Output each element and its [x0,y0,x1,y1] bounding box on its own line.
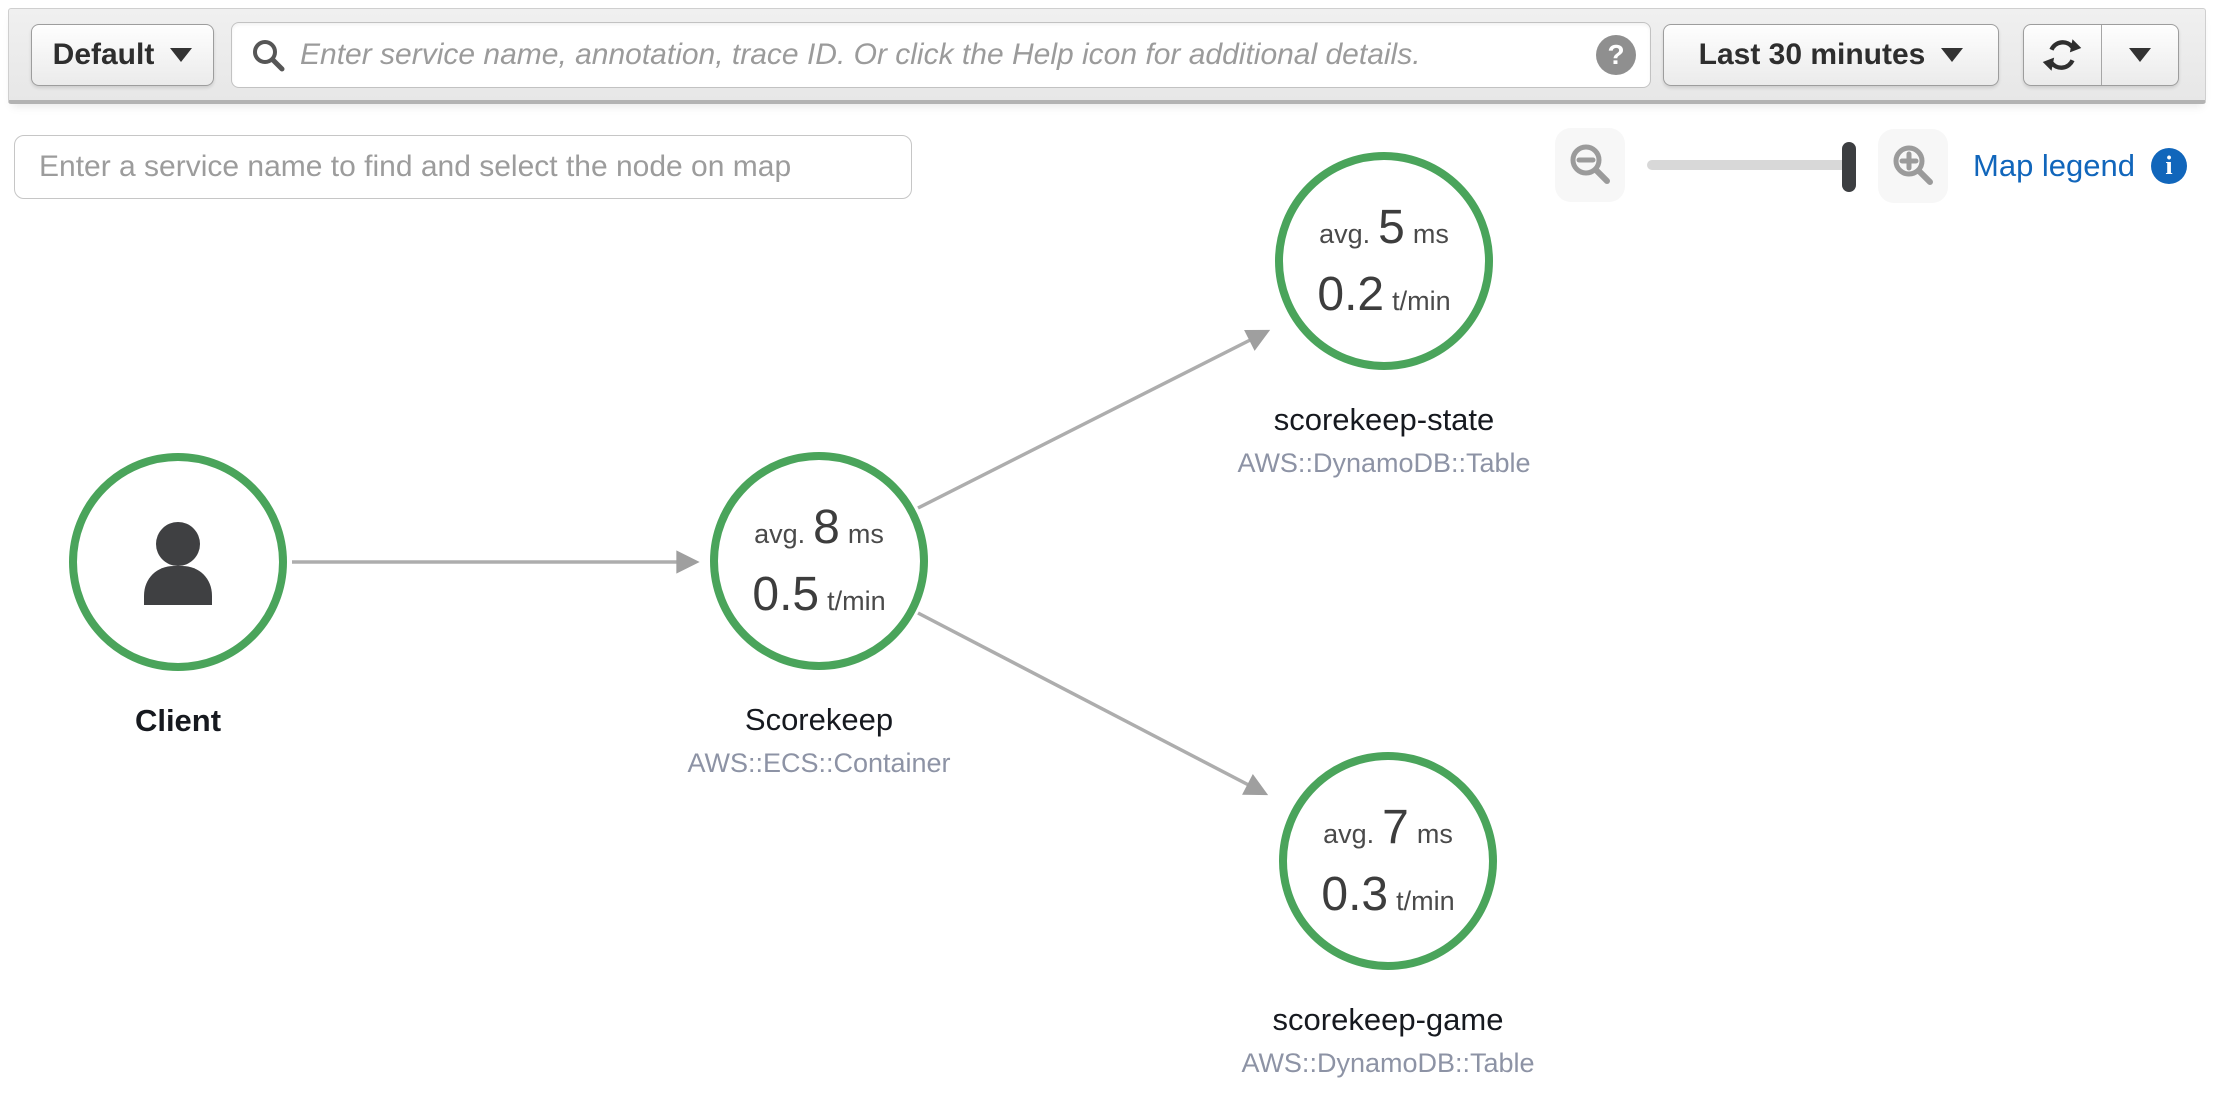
chevron-down-icon [170,48,193,62]
zoom-slider-handle[interactable] [1842,142,1856,192]
find-service-input[interactable] [14,135,912,199]
edge-scorekeep-scorekeep-state[interactable] [917,329,1271,510]
node-circle[interactable]: avg. 8 ms 0.5 t/min [710,452,928,670]
filter-toolbar: Default ? Last 30 minutes [8,8,2206,104]
rate-unit: t/min [827,586,886,616]
rate-value: 0.2 [1317,268,1385,321]
latency-metric: avg. 7 ms [1323,800,1453,855]
refresh-icon [2043,39,2082,71]
time-range-label: Last 30 minutes [1698,38,1926,71]
chevron-down-icon [2128,48,2151,62]
avg-label: avg. [754,519,806,549]
node-label: Client [134,703,222,738]
group-selector-button[interactable]: Default [31,24,214,86]
rate-metric: 0.3 t/min [1321,867,1454,922]
service-node-scorekeep-game[interactable]: avg. 7 ms 0.3 t/min scorekeep-game AWS::… [1228,752,1548,1079]
node-circle[interactable]: avg. 5 ms 0.2 t/min [1275,152,1493,370]
refresh-options-button[interactable] [2102,25,2179,85]
node-circle[interactable]: avg. 7 ms 0.3 t/min [1279,752,1497,970]
time-range-button[interactable]: Last 30 minutes [1663,24,1999,86]
node-circle[interactable] [69,453,287,671]
zoom-in-button[interactable] [1878,129,1948,203]
chevron-down-icon [1941,48,1964,62]
trace-search-box[interactable]: ? [231,22,1651,88]
refresh-split-button [2023,24,2179,86]
node-type: AWS::DynamoDB::Table [1241,1048,1535,1078]
zoom-out-icon [1570,144,1610,184]
search-icon [253,40,285,72]
info-glyph: i [2165,151,2173,180]
edge-scorekeep-scorekeep-game[interactable] [917,611,1269,796]
service-node-scorekeep-state[interactable]: avg. 5 ms 0.2 t/min scorekeep-state AWS:… [1224,152,1544,479]
latency-unit: ms [1412,219,1449,249]
zoom-in-icon [1893,145,1933,185]
node-label: scorekeep-state [1273,402,1495,437]
node-type: AWS::DynamoDB::Table [1237,448,1531,478]
help-icon[interactable]: ? [1596,35,1636,75]
avg-label: avg. [1323,819,1375,849]
latency-unit: ms [847,519,884,549]
rate-value: 0.5 [752,568,820,621]
refresh-button[interactable] [2024,25,2102,85]
rate-metric: 0.5 t/min [752,567,885,622]
latency-metric: avg. 5 ms [1319,200,1449,255]
rate-unit: t/min [1392,286,1451,316]
zoom-slider-track[interactable] [1647,160,1855,170]
rate-metric: 0.2 t/min [1317,267,1450,322]
latency-value: 8 [813,501,840,554]
map-legend-link[interactable]: Map legend [1973,148,2136,183]
trace-search-input[interactable] [300,38,1582,72]
user-icon [144,522,212,605]
latency-metric: avg. 8 ms [754,500,884,555]
node-type: AWS::ECS::Container [687,748,951,778]
latency-value: 5 [1378,201,1405,254]
group-selector-label: Default [52,38,155,71]
latency-value: 7 [1382,801,1409,854]
rate-value: 0.3 [1321,868,1389,921]
service-node-client[interactable]: Client [18,453,338,739]
node-label: scorekeep-game [1272,1002,1504,1037]
info-icon[interactable]: i [2151,148,2188,184]
latency-unit: ms [1416,819,1453,849]
avg-label: avg. [1319,219,1371,249]
service-node-scorekeep[interactable]: avg. 8 ms 0.5 t/min Scorekeep AWS::ECS::… [659,452,979,779]
map-legend-row: Map legend i [1973,148,2188,184]
rate-unit: t/min [1396,886,1455,916]
zoom-out-button[interactable] [1555,128,1625,202]
node-label: Scorekeep [744,702,894,737]
help-glyph: ? [1607,39,1625,70]
